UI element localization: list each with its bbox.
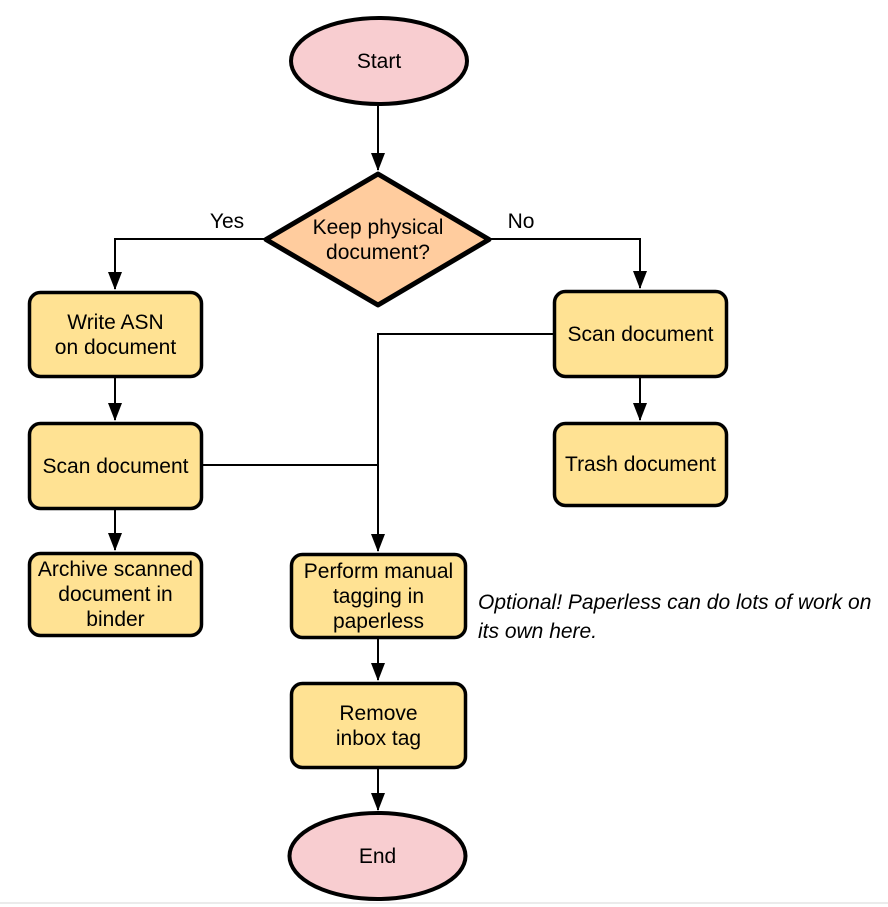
scan-right-node-shape xyxy=(552,289,729,379)
page-divider xyxy=(0,902,888,904)
scan-left-node-shape xyxy=(27,421,204,511)
decision-node-shape xyxy=(263,171,492,308)
edge-scan-right-to-perform-tagging xyxy=(371,333,553,552)
perform-tagging-node-shape xyxy=(289,552,468,640)
trash-node-shape xyxy=(552,421,729,508)
edge-decision-yes-to-write-asn xyxy=(108,238,265,290)
edge-decision-no-to-scan-right xyxy=(490,238,647,289)
end-node-shape xyxy=(287,811,468,901)
archive-node-shape xyxy=(27,551,204,638)
write-asn-node-shape xyxy=(27,290,204,379)
remove-inbox-node-shape xyxy=(289,681,468,770)
start-node-shape xyxy=(289,16,469,106)
